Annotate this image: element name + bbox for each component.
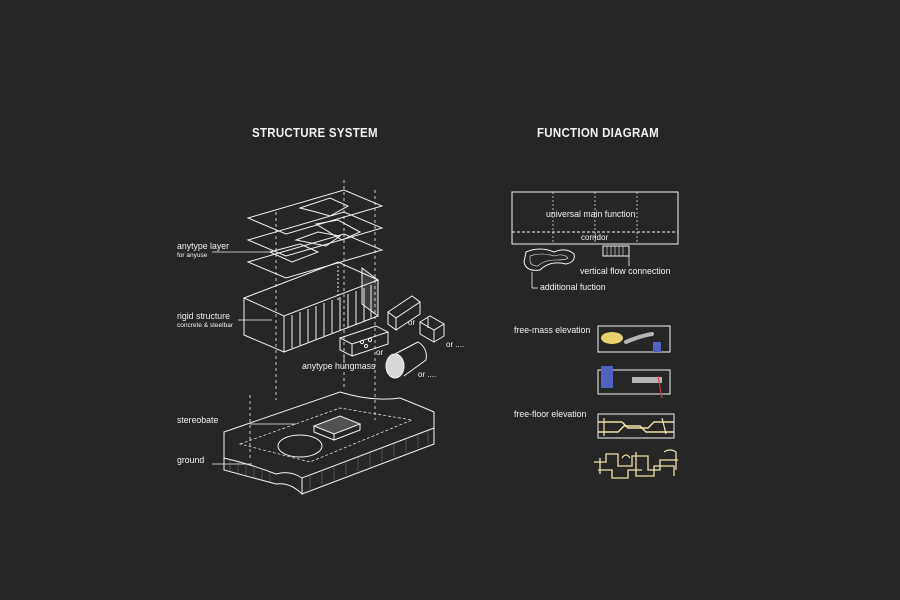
anytype-layer-label: anytype layer [177,241,229,252]
free-floor-elevation-1 [597,413,675,439]
or-dots-label-1: or .... [446,340,465,349]
main-function-label: universal main function [546,209,636,220]
anytype-layer-plates [246,189,384,279]
structure-system-title: STRUCTURE SYSTEM [252,126,378,140]
vertical-flow-label: vertical flow connection [580,266,671,277]
free-mass-elevation-label: free-mass elevation [514,325,591,336]
rigid-structure-box [242,261,380,353]
structure-leaders [212,251,345,465]
or-label-1: or [408,318,416,327]
free-mass-elevation-2 [597,366,671,399]
main-function-box [511,191,679,245]
rigid-structure-sublabel: concrete & steelbar [177,322,234,329]
hungmass-label: anytype hungmass [302,361,376,372]
or-label-2: or [376,348,384,357]
or-dots-label-2: or .... [418,370,437,379]
additional-function-shape [523,248,575,289]
ground-label: ground [177,455,205,466]
anytype-layer-sublabel: for anyuse [177,252,208,259]
vertical-flow-stair [602,245,630,266]
alt-mass-cylinder [385,341,427,379]
alt-mass-2 [419,315,445,343]
rigid-structure-label: rigid structure [177,311,230,322]
corridor-label: corridor [581,233,609,242]
ground-block [223,391,435,496]
free-floor-elevation-2 [594,449,678,479]
stereobate-label: stereobate [177,415,219,426]
ground-hatch [229,430,429,489]
function-diagram-title: FUNCTION DIAGRAM [537,126,659,140]
free-floor-elevation-label: free-floor elevation [514,409,587,420]
free-mass-elevation-1 [597,325,671,353]
additional-function-label: additional fuction [540,282,606,293]
hungmass-block [338,325,390,357]
alt-mass-1 [387,295,421,331]
